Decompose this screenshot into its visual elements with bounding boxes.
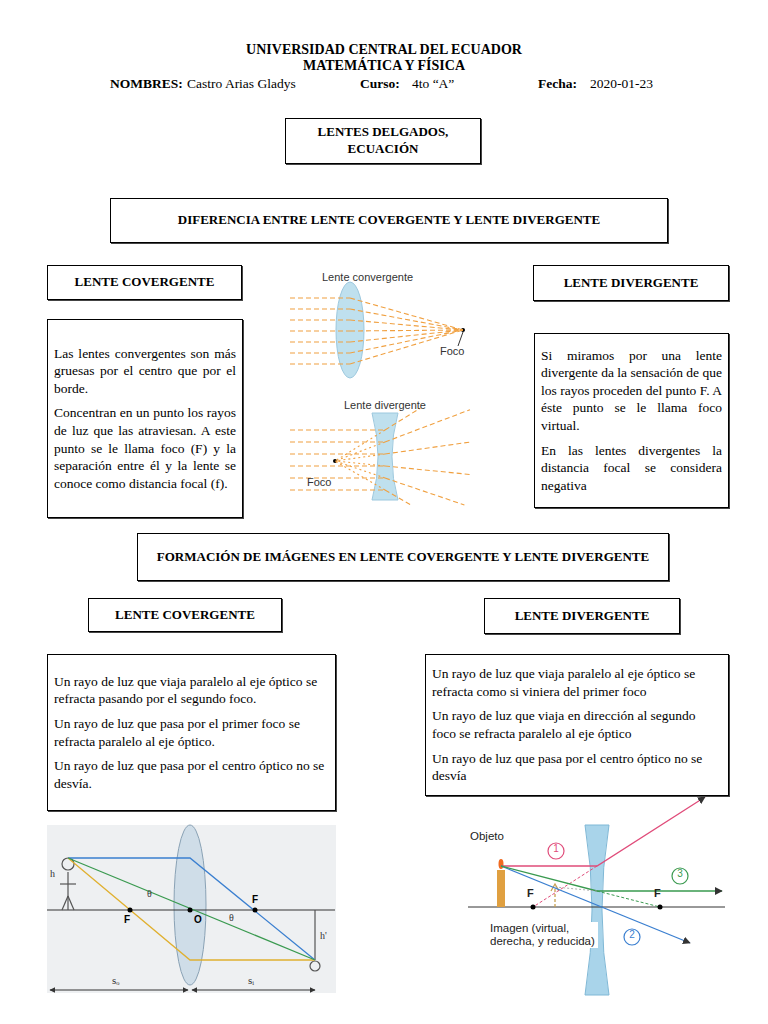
figure-label: Foco xyxy=(440,345,464,358)
light-ray xyxy=(350,330,463,342)
convergent-lens-figure xyxy=(290,282,465,378)
field-name: Curso: xyxy=(360,76,400,92)
figure-caption: Imagen (virtual, derecha, y reducida) xyxy=(490,922,598,948)
figure-label: θ xyxy=(229,912,234,924)
box-paragraph: Un rayo de luz que viaja paralelo al eje… xyxy=(54,673,329,708)
field-name: NOMBRES: xyxy=(110,76,183,92)
box-paragraph: Un rayo de luz que viaja en dirección al… xyxy=(432,707,722,742)
box-paragraph: Si miramos por una lente divergente da l… xyxy=(541,347,722,435)
subheading-box: LENTE DIVERGENTE xyxy=(484,598,680,634)
figure-label: h xyxy=(50,868,55,880)
box-heading: DIFERENCIA ENTRE LENTE COVERGENTE Y LENT… xyxy=(119,212,659,229)
light-ray xyxy=(335,454,385,461)
light-ray xyxy=(385,408,420,430)
box-heading: FORMACIÓN DE IMÁGENES EN LENTE COVERGENT… xyxy=(146,549,660,566)
divergent-ray-diagram xyxy=(468,797,725,995)
light-ray xyxy=(335,461,385,478)
figure-label: F xyxy=(252,894,258,906)
callout-number: 3 xyxy=(672,868,688,880)
subheading-box: LENTE COVERGENTE xyxy=(88,598,282,632)
light-ray xyxy=(335,461,385,466)
subheading-box: LENTE DIVERGENTE xyxy=(533,265,729,301)
light-ray xyxy=(290,341,350,342)
section-heading-box: FORMACIÓN DE IMÁGENES EN LENTE COVERGENT… xyxy=(137,533,669,581)
light-ray xyxy=(290,297,350,298)
light-ray xyxy=(350,330,463,331)
figure-label: F xyxy=(527,887,534,900)
light-ray xyxy=(350,298,463,330)
figure-label: θ xyxy=(147,888,152,900)
box-heading: LENTES DELGADOS, ECUACIÓN xyxy=(294,124,472,158)
subtitle: MATEMÁTICA Y FÍSICA xyxy=(0,58,768,74)
light-ray xyxy=(350,309,463,330)
field-value: Castro Arias Gladys xyxy=(187,76,296,92)
light-ray xyxy=(290,489,385,490)
box-heading: LENTE DIVERGENTE xyxy=(542,275,720,292)
text-box: Un rayo de luz que viaja paralelo al eje… xyxy=(47,654,336,811)
light-ray xyxy=(290,465,385,466)
light-ray xyxy=(290,453,385,454)
text-box: Las lentes convergentes son más gruesas … xyxy=(47,319,243,518)
box-paragraph: Concentran en un punto los rayos de luz … xyxy=(54,404,236,492)
text-box: Si miramos por una lente divergente da l… xyxy=(534,333,729,508)
light-ray xyxy=(290,330,350,331)
field-value: 2020-01-23 xyxy=(590,76,653,92)
figure-label: Lente convergente xyxy=(322,271,413,284)
section-heading-box: DIFERENCIA ENTRE LENTE COVERGENTE Y LENT… xyxy=(110,198,668,243)
light-ray xyxy=(385,410,470,442)
text-box: Un rayo de luz que viaja paralelo al eje… xyxy=(425,654,729,796)
callout-number: 1 xyxy=(548,843,564,855)
box-paragraph: En las lentes divergentes la distancia f… xyxy=(541,442,722,495)
convergent-ray-diagram xyxy=(47,825,336,993)
figure-label: sₒ xyxy=(112,974,119,987)
light-ray xyxy=(385,478,464,505)
light-ray xyxy=(335,461,385,490)
figure-label: Lente divergente xyxy=(344,399,426,412)
light-ray xyxy=(335,442,385,461)
light-ray xyxy=(290,319,350,320)
box-heading: LENTE COVERGENTE xyxy=(56,274,233,291)
box-heading: LENTE COVERGENTE xyxy=(97,607,273,624)
light-ray xyxy=(290,363,350,364)
field-value: 4to “A” xyxy=(412,76,454,92)
box-paragraph: Un rayo de luz que pasa por el centro óp… xyxy=(432,750,722,785)
page-title: UNIVERSIDAD CENTRAL DEL ECUADOR xyxy=(0,42,768,58)
figure-label: h' xyxy=(320,930,327,942)
figure-label: F xyxy=(124,914,130,926)
field-name: Fecha: xyxy=(538,76,577,92)
section-title-box: LENTES DELGADOS, ECUACIÓN xyxy=(285,118,481,164)
light-ray xyxy=(290,308,350,309)
box-paragraph: Un rayo de luz que pasa por el primer fo… xyxy=(54,715,329,750)
box-paragraph: Un rayo de luz que pasa por el centro óp… xyxy=(54,757,329,792)
light-ray xyxy=(290,441,385,442)
light-ray xyxy=(385,466,470,475)
figure-label: Objeto xyxy=(470,830,504,843)
light-ray xyxy=(290,352,350,353)
divergent-lens-figure xyxy=(290,408,470,505)
box-heading: LENTE DIVERGENTE xyxy=(493,608,671,625)
light-ray xyxy=(290,477,385,478)
light-ray xyxy=(385,490,411,505)
box-paragraph: Un rayo de luz que viaja paralelo al eje… xyxy=(432,665,722,700)
light-ray xyxy=(385,442,470,454)
figure-label: sᵢ xyxy=(248,974,254,987)
light-ray xyxy=(350,320,463,330)
light-ray xyxy=(290,429,385,430)
light-ray xyxy=(335,430,385,461)
box-paragraph: Las lentes convergentes son más gruesas … xyxy=(54,345,236,398)
subheading-box: LENTE COVERGENTE xyxy=(47,265,242,300)
figure-label: Foco xyxy=(307,476,331,489)
figure-label: F xyxy=(654,887,661,900)
figure-label: O xyxy=(194,914,202,926)
callout-number: 2 xyxy=(624,929,640,941)
